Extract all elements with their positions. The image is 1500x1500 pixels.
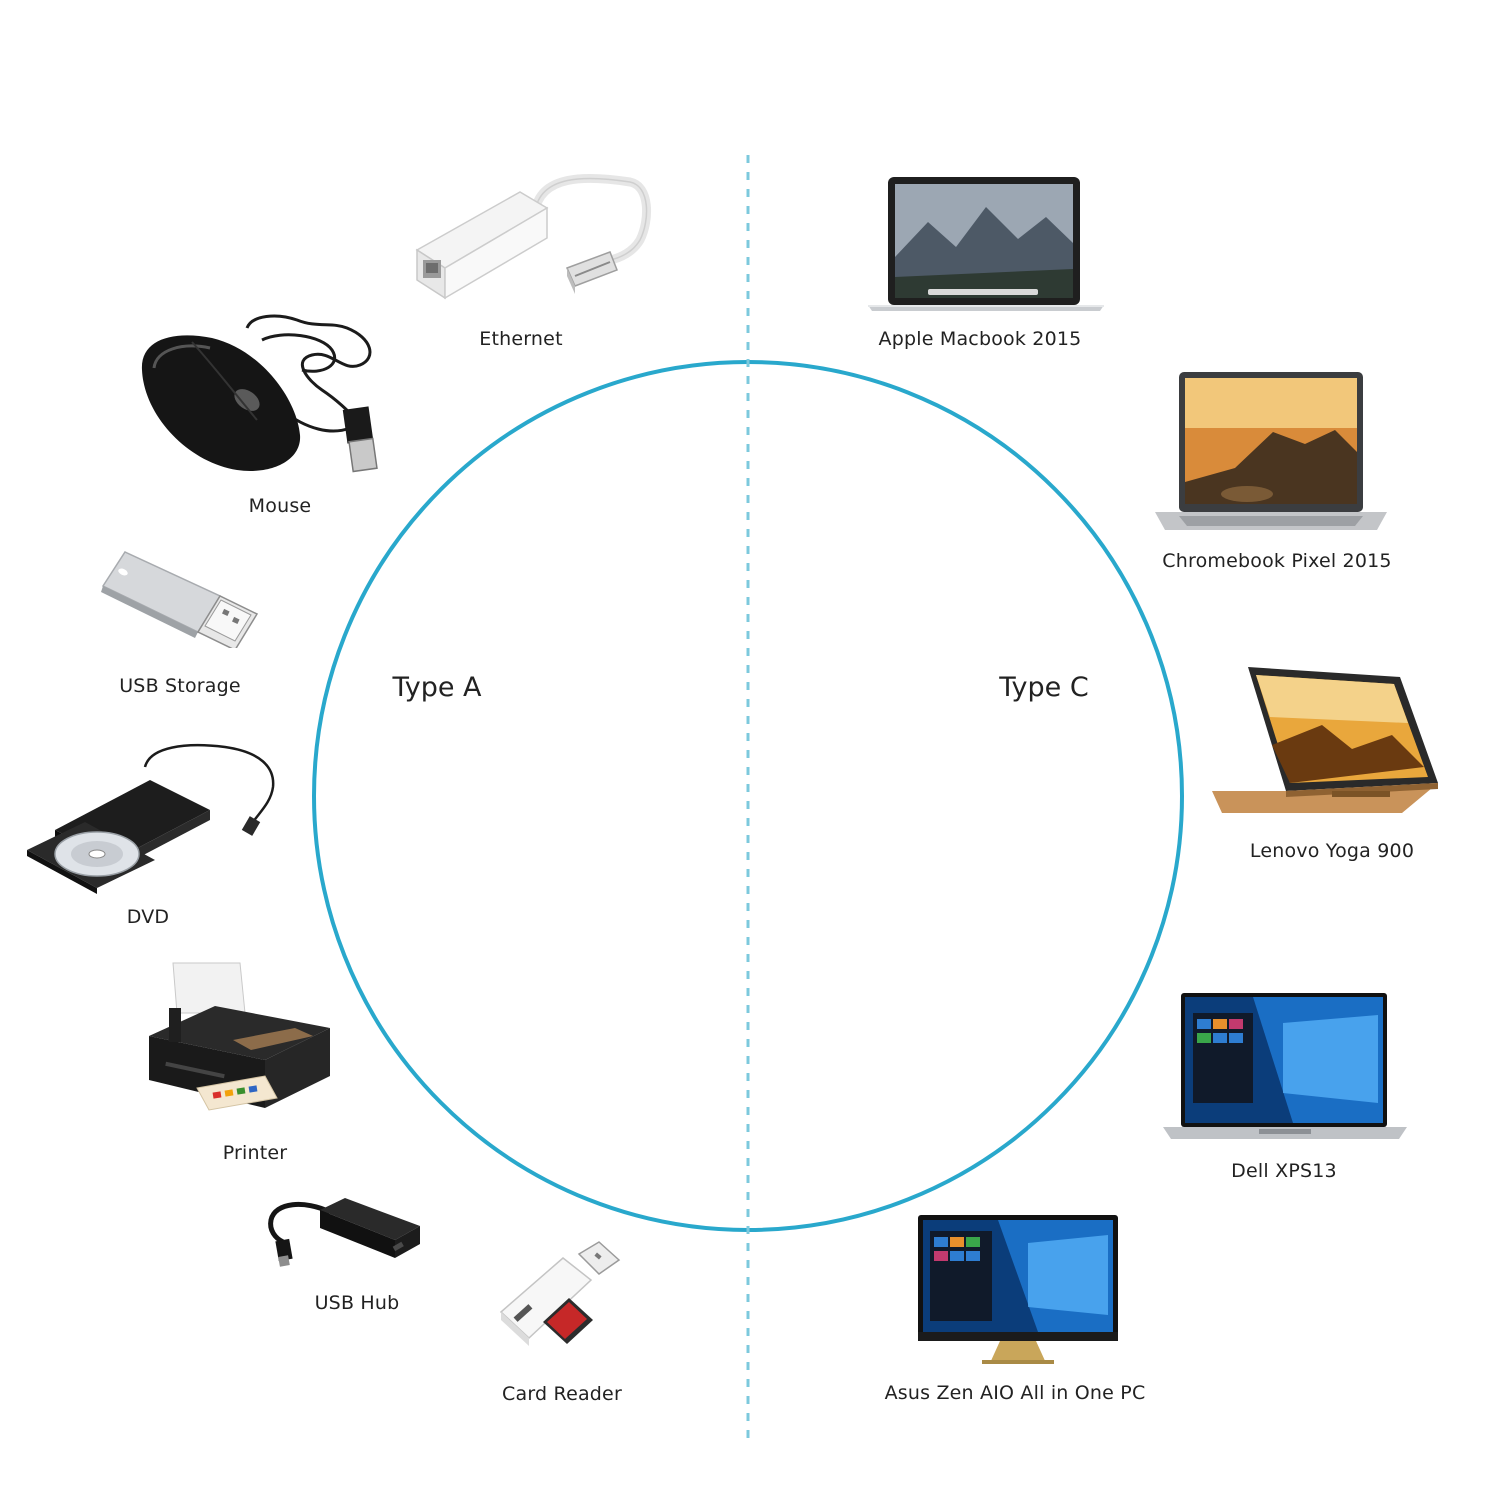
lenovo-yoga-label: Lenovo Yoga 900 — [1249, 840, 1415, 862]
ethernet-label: Ethernet — [479, 328, 563, 350]
printer-icon — [145, 958, 333, 1118]
type-c-label: Type C — [999, 672, 1089, 703]
dell-xps13-label: Dell XPS13 — [1231, 1160, 1337, 1182]
laptop-icon — [1155, 372, 1387, 534]
ethernet-adapter-icon — [405, 170, 655, 310]
laptop-icon — [868, 177, 1104, 313]
center-ring — [312, 360, 1184, 1232]
all-in-one-pc-icon — [918, 1215, 1118, 1365]
asus-zen-aio-label: Asus Zen AIO All in One PC — [884, 1382, 1146, 1404]
usb-hub-label: USB Hub — [314, 1292, 400, 1314]
dvd-drive-icon — [25, 742, 280, 897]
usb-hub-icon — [265, 1190, 423, 1270]
usb-storage-icon — [95, 548, 265, 648]
printer-label: Printer — [222, 1142, 288, 1164]
card-reader-icon — [495, 1240, 625, 1365]
convertible-laptop-icon — [1212, 665, 1440, 815]
dvd-label: DVD — [126, 906, 170, 928]
laptop-icon — [1163, 993, 1407, 1141]
mouse-label: Mouse — [248, 495, 312, 517]
card-reader-label: Card Reader — [502, 1383, 622, 1405]
usb-storage-label: USB Storage — [119, 675, 241, 697]
apple-macbook-label: Apple Macbook 2015 — [878, 328, 1082, 350]
mouse-icon — [132, 310, 394, 480]
type-a-label: Type A — [392, 672, 482, 703]
chromebook-pixel-label: Chromebook Pixel 2015 — [1162, 550, 1392, 572]
